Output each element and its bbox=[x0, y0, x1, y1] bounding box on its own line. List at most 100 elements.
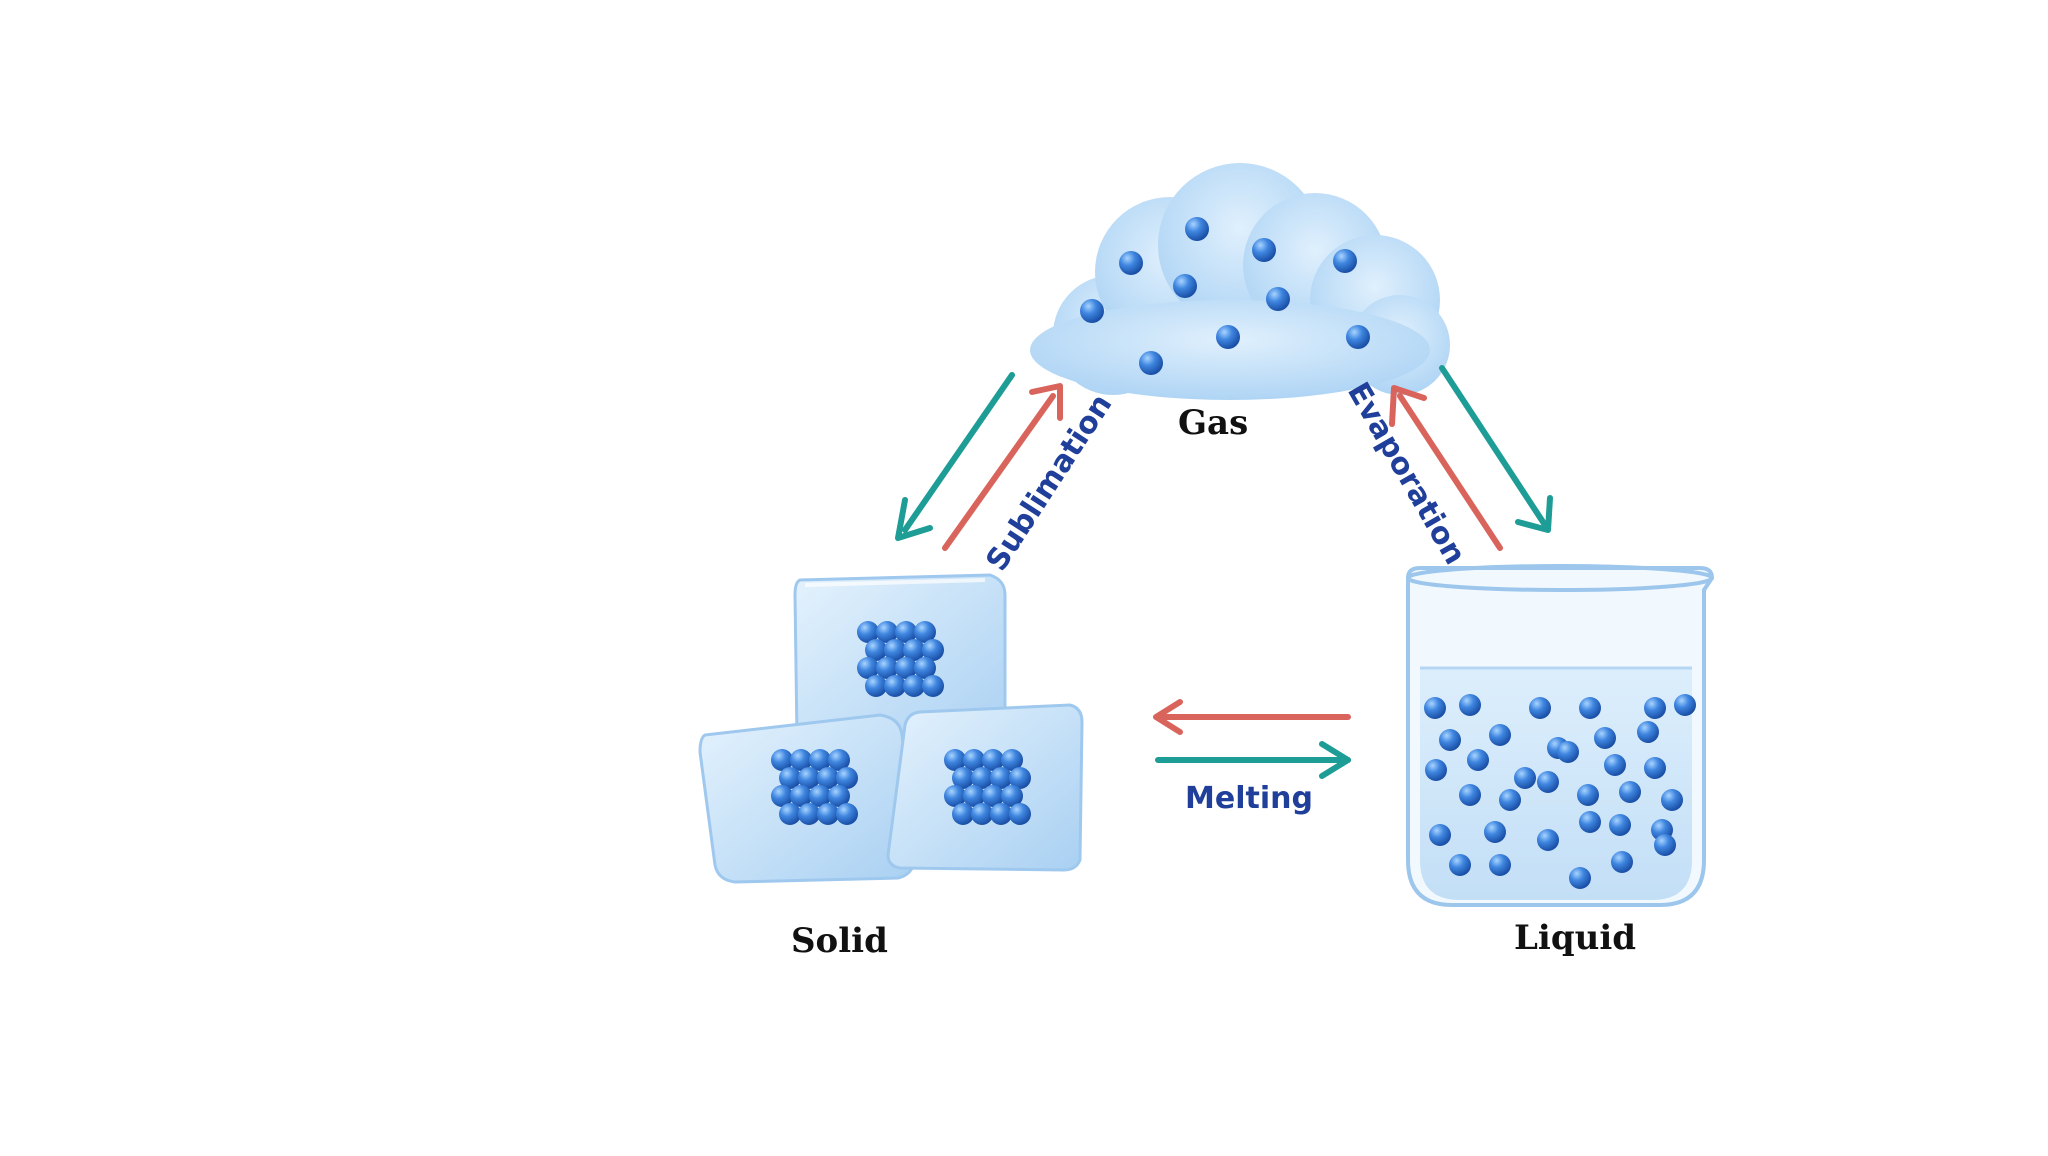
solid-particle bbox=[914, 621, 936, 643]
solid-particle bbox=[1001, 785, 1023, 807]
solid-particle bbox=[771, 785, 793, 807]
liquid-particle bbox=[1449, 854, 1471, 876]
solid-particle bbox=[876, 657, 898, 679]
solid-particle bbox=[790, 749, 812, 771]
evaporation-arrow-icon bbox=[1439, 365, 1553, 533]
gas-particle bbox=[1216, 325, 1240, 349]
liquid-label: Liquid bbox=[1514, 918, 1637, 958]
sublimation-label: Sublimation bbox=[979, 388, 1119, 577]
solid-particle bbox=[817, 767, 839, 789]
solid-particle bbox=[952, 803, 974, 825]
solid-particle bbox=[903, 639, 925, 661]
solid-particle bbox=[944, 749, 966, 771]
liquid-particle bbox=[1619, 781, 1641, 803]
gas-particles bbox=[1080, 217, 1370, 375]
gas-cloud-icon bbox=[1030, 163, 1450, 400]
liquid-particle bbox=[1467, 749, 1489, 771]
liquid-particle bbox=[1557, 741, 1579, 763]
solid-ice-cubes-icon bbox=[698, 573, 1084, 884]
liquid-particle bbox=[1579, 697, 1601, 719]
solid-label: Solid bbox=[791, 921, 888, 961]
liquid-particle bbox=[1529, 697, 1551, 719]
liquid-particle bbox=[1674, 694, 1696, 716]
solid-particle bbox=[944, 785, 966, 807]
gas-particle bbox=[1173, 274, 1197, 298]
ice-cube-left bbox=[698, 713, 917, 884]
solid-particle bbox=[914, 657, 936, 679]
solid-particle bbox=[817, 803, 839, 825]
melting-label: Melting bbox=[1185, 781, 1313, 816]
gas-particle bbox=[1185, 217, 1209, 241]
solid-particle bbox=[779, 803, 801, 825]
solid-particle bbox=[809, 785, 831, 807]
solid-particle bbox=[903, 675, 925, 697]
gas-label: Gas bbox=[1178, 403, 1249, 443]
liquid-particle bbox=[1514, 767, 1536, 789]
melting-arrow-icon bbox=[1155, 741, 1351, 779]
sublimation-arrow-icon bbox=[942, 383, 1063, 551]
solid-particle bbox=[982, 749, 1004, 771]
solid-particle bbox=[1009, 803, 1031, 825]
gas-particle bbox=[1139, 351, 1163, 375]
solid-particle bbox=[971, 767, 993, 789]
liquid-particle bbox=[1537, 829, 1559, 851]
liquid-particle bbox=[1644, 757, 1666, 779]
liquid-particle bbox=[1459, 784, 1481, 806]
solid-particle bbox=[865, 639, 887, 661]
solid-particle bbox=[963, 785, 985, 807]
solid-particle bbox=[922, 675, 944, 697]
liquid-particle bbox=[1484, 821, 1506, 843]
gas-particle bbox=[1333, 249, 1357, 273]
solid-particle bbox=[971, 803, 993, 825]
freezing-arrow-icon bbox=[1153, 699, 1351, 735]
solid-particle bbox=[895, 657, 917, 679]
liquid-particle bbox=[1661, 789, 1683, 811]
liquid-particle bbox=[1499, 789, 1521, 811]
solid-particle bbox=[798, 767, 820, 789]
liquid-particle bbox=[1611, 851, 1633, 873]
liquid-particle bbox=[1654, 834, 1676, 856]
liquid-particle bbox=[1425, 759, 1447, 781]
solid-particle bbox=[809, 749, 831, 771]
solid-particle bbox=[982, 785, 1004, 807]
liquid-particles bbox=[1424, 694, 1696, 889]
gas-particle bbox=[1080, 299, 1104, 323]
liquid-particle bbox=[1594, 727, 1616, 749]
solid-particle bbox=[922, 639, 944, 661]
solid-particle bbox=[857, 657, 879, 679]
liquid-particle bbox=[1424, 697, 1446, 719]
solid-particle bbox=[1009, 767, 1031, 789]
liquid-particle bbox=[1537, 771, 1559, 793]
solid-particle bbox=[865, 675, 887, 697]
solid-particle bbox=[963, 749, 985, 771]
liquid-particle bbox=[1609, 814, 1631, 836]
liquid-particle bbox=[1569, 867, 1591, 889]
solid-particle bbox=[990, 803, 1012, 825]
solid-particle bbox=[952, 767, 974, 789]
deposition-arrow-icon bbox=[895, 372, 1015, 541]
ice-cube-right bbox=[886, 703, 1084, 872]
liquid-particle bbox=[1489, 724, 1511, 746]
liquid-particle bbox=[1604, 754, 1626, 776]
solid-particle bbox=[876, 621, 898, 643]
liquid-particle bbox=[1439, 729, 1461, 751]
solid-particle bbox=[857, 621, 879, 643]
liquid-particle bbox=[1577, 784, 1599, 806]
liquid-particle bbox=[1637, 721, 1659, 743]
solid-particle bbox=[836, 767, 858, 789]
liquid-particle bbox=[1579, 811, 1601, 833]
solid-particle bbox=[895, 621, 917, 643]
solid-particle bbox=[836, 803, 858, 825]
liquid-beaker-icon bbox=[1406, 564, 1715, 907]
solid-particle bbox=[779, 767, 801, 789]
solid-particle bbox=[771, 749, 793, 771]
solid-particle bbox=[798, 803, 820, 825]
solid-particle bbox=[884, 639, 906, 661]
condensation-arrow-icon bbox=[1389, 385, 1503, 551]
liquid-particle bbox=[1644, 697, 1666, 719]
solid-particle bbox=[990, 767, 1012, 789]
solid-particle bbox=[884, 675, 906, 697]
gas-particle bbox=[1346, 325, 1370, 349]
